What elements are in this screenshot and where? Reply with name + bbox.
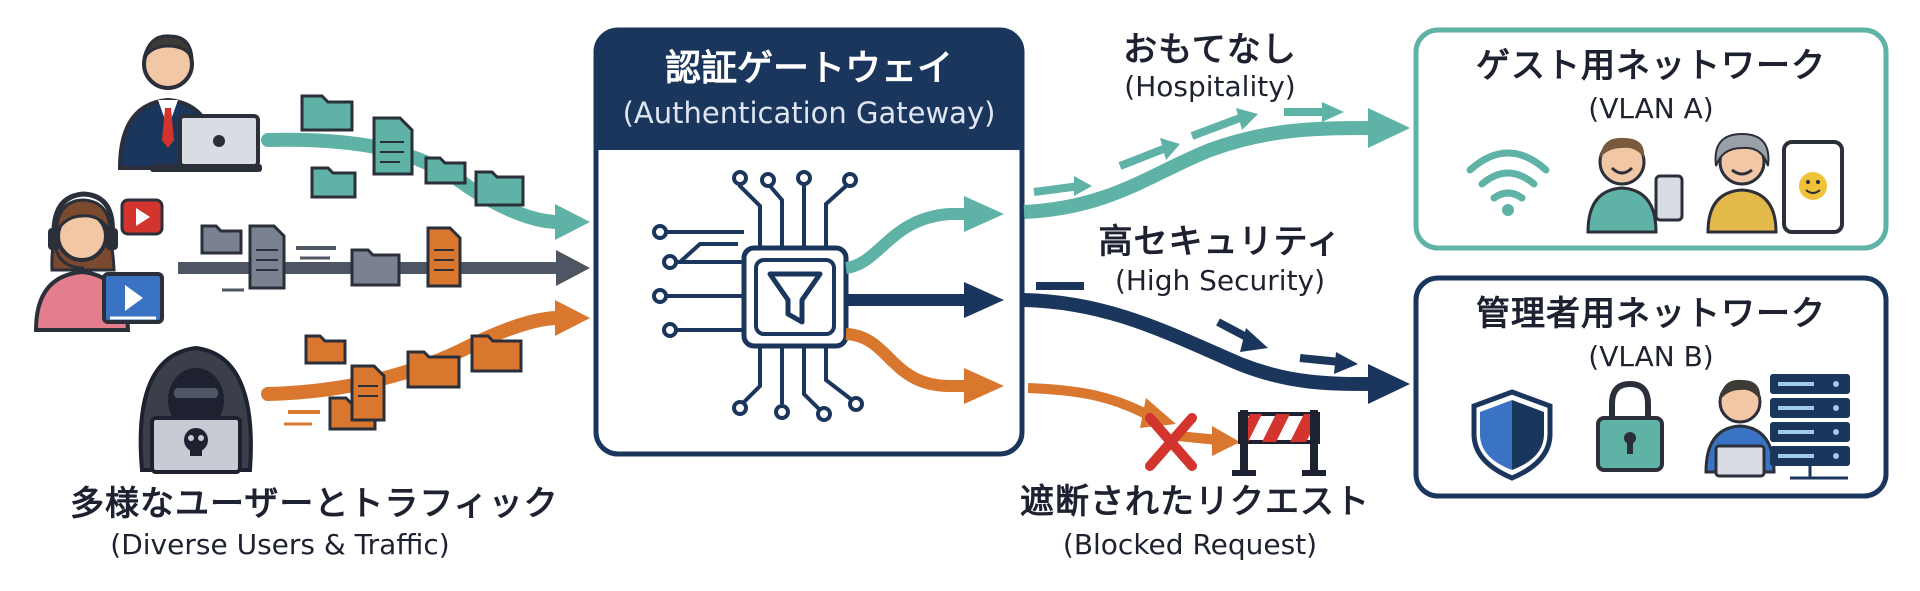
users-subtitle: (Diverse Users & Traffic) xyxy=(110,528,450,561)
users-title: 多様なユーザーとトラフィック xyxy=(70,484,559,524)
skull-icon xyxy=(184,428,208,456)
security-route-arrow xyxy=(1023,293,1373,391)
document-icon xyxy=(248,224,462,290)
admin-network-title: 管理者用ネットワーク xyxy=(1476,294,1826,334)
security-label: 高セキュリティ xyxy=(1098,222,1342,262)
block-x-icon xyxy=(1145,413,1197,471)
guest-network-title: ゲスト用ネットワーク xyxy=(1476,46,1826,86)
barrier-icon xyxy=(1232,410,1326,476)
gateway-subtitle: (Authentication Gateway) xyxy=(622,96,996,130)
smartphone-icon xyxy=(1654,174,1684,222)
blocked-route-arrow xyxy=(1027,383,1240,456)
blocked-sublabel: (Blocked Request) xyxy=(1062,528,1318,561)
businessman-laptop-icon xyxy=(117,34,262,172)
orange-output-arrow xyxy=(845,328,970,392)
hospitality-route-arrow xyxy=(1023,121,1373,219)
smiling-user-icon xyxy=(1586,137,1658,234)
security-sublabel: (High Security) xyxy=(1114,264,1326,297)
tablet-smiley-icon xyxy=(1782,140,1844,234)
shield-icon xyxy=(1471,389,1553,481)
document-icon xyxy=(350,364,386,422)
admin-network-vlan: (VLAN B) xyxy=(1588,340,1714,373)
document-icon xyxy=(372,116,414,176)
folder-icon xyxy=(300,94,525,207)
orange-traffic-arrow xyxy=(261,311,565,401)
gateway-title: 認証ゲートウェイ xyxy=(664,48,953,89)
video-icon xyxy=(102,198,164,324)
hospitality-sublabel: (Hospitality) xyxy=(1124,70,1296,103)
guest-network-vlan: (VLAN A) xyxy=(1588,92,1714,125)
blocked-label: 遮断されたリクエスト xyxy=(1020,482,1370,522)
motion-lines xyxy=(222,246,336,426)
guest-network-box xyxy=(1413,27,1889,251)
teal-output-arrow xyxy=(844,208,970,274)
wifi-icon xyxy=(1466,149,1550,216)
smiling-user-icon xyxy=(1706,132,1778,234)
padlock-icon xyxy=(1596,380,1664,472)
folder-icon xyxy=(200,224,401,287)
server-rack-icon xyxy=(1770,374,1850,480)
funnel-icon xyxy=(767,271,823,325)
admin-user-icon xyxy=(1704,379,1776,478)
gateway-box xyxy=(593,27,1025,457)
hospitality-label: おもてなし xyxy=(1123,30,1297,70)
